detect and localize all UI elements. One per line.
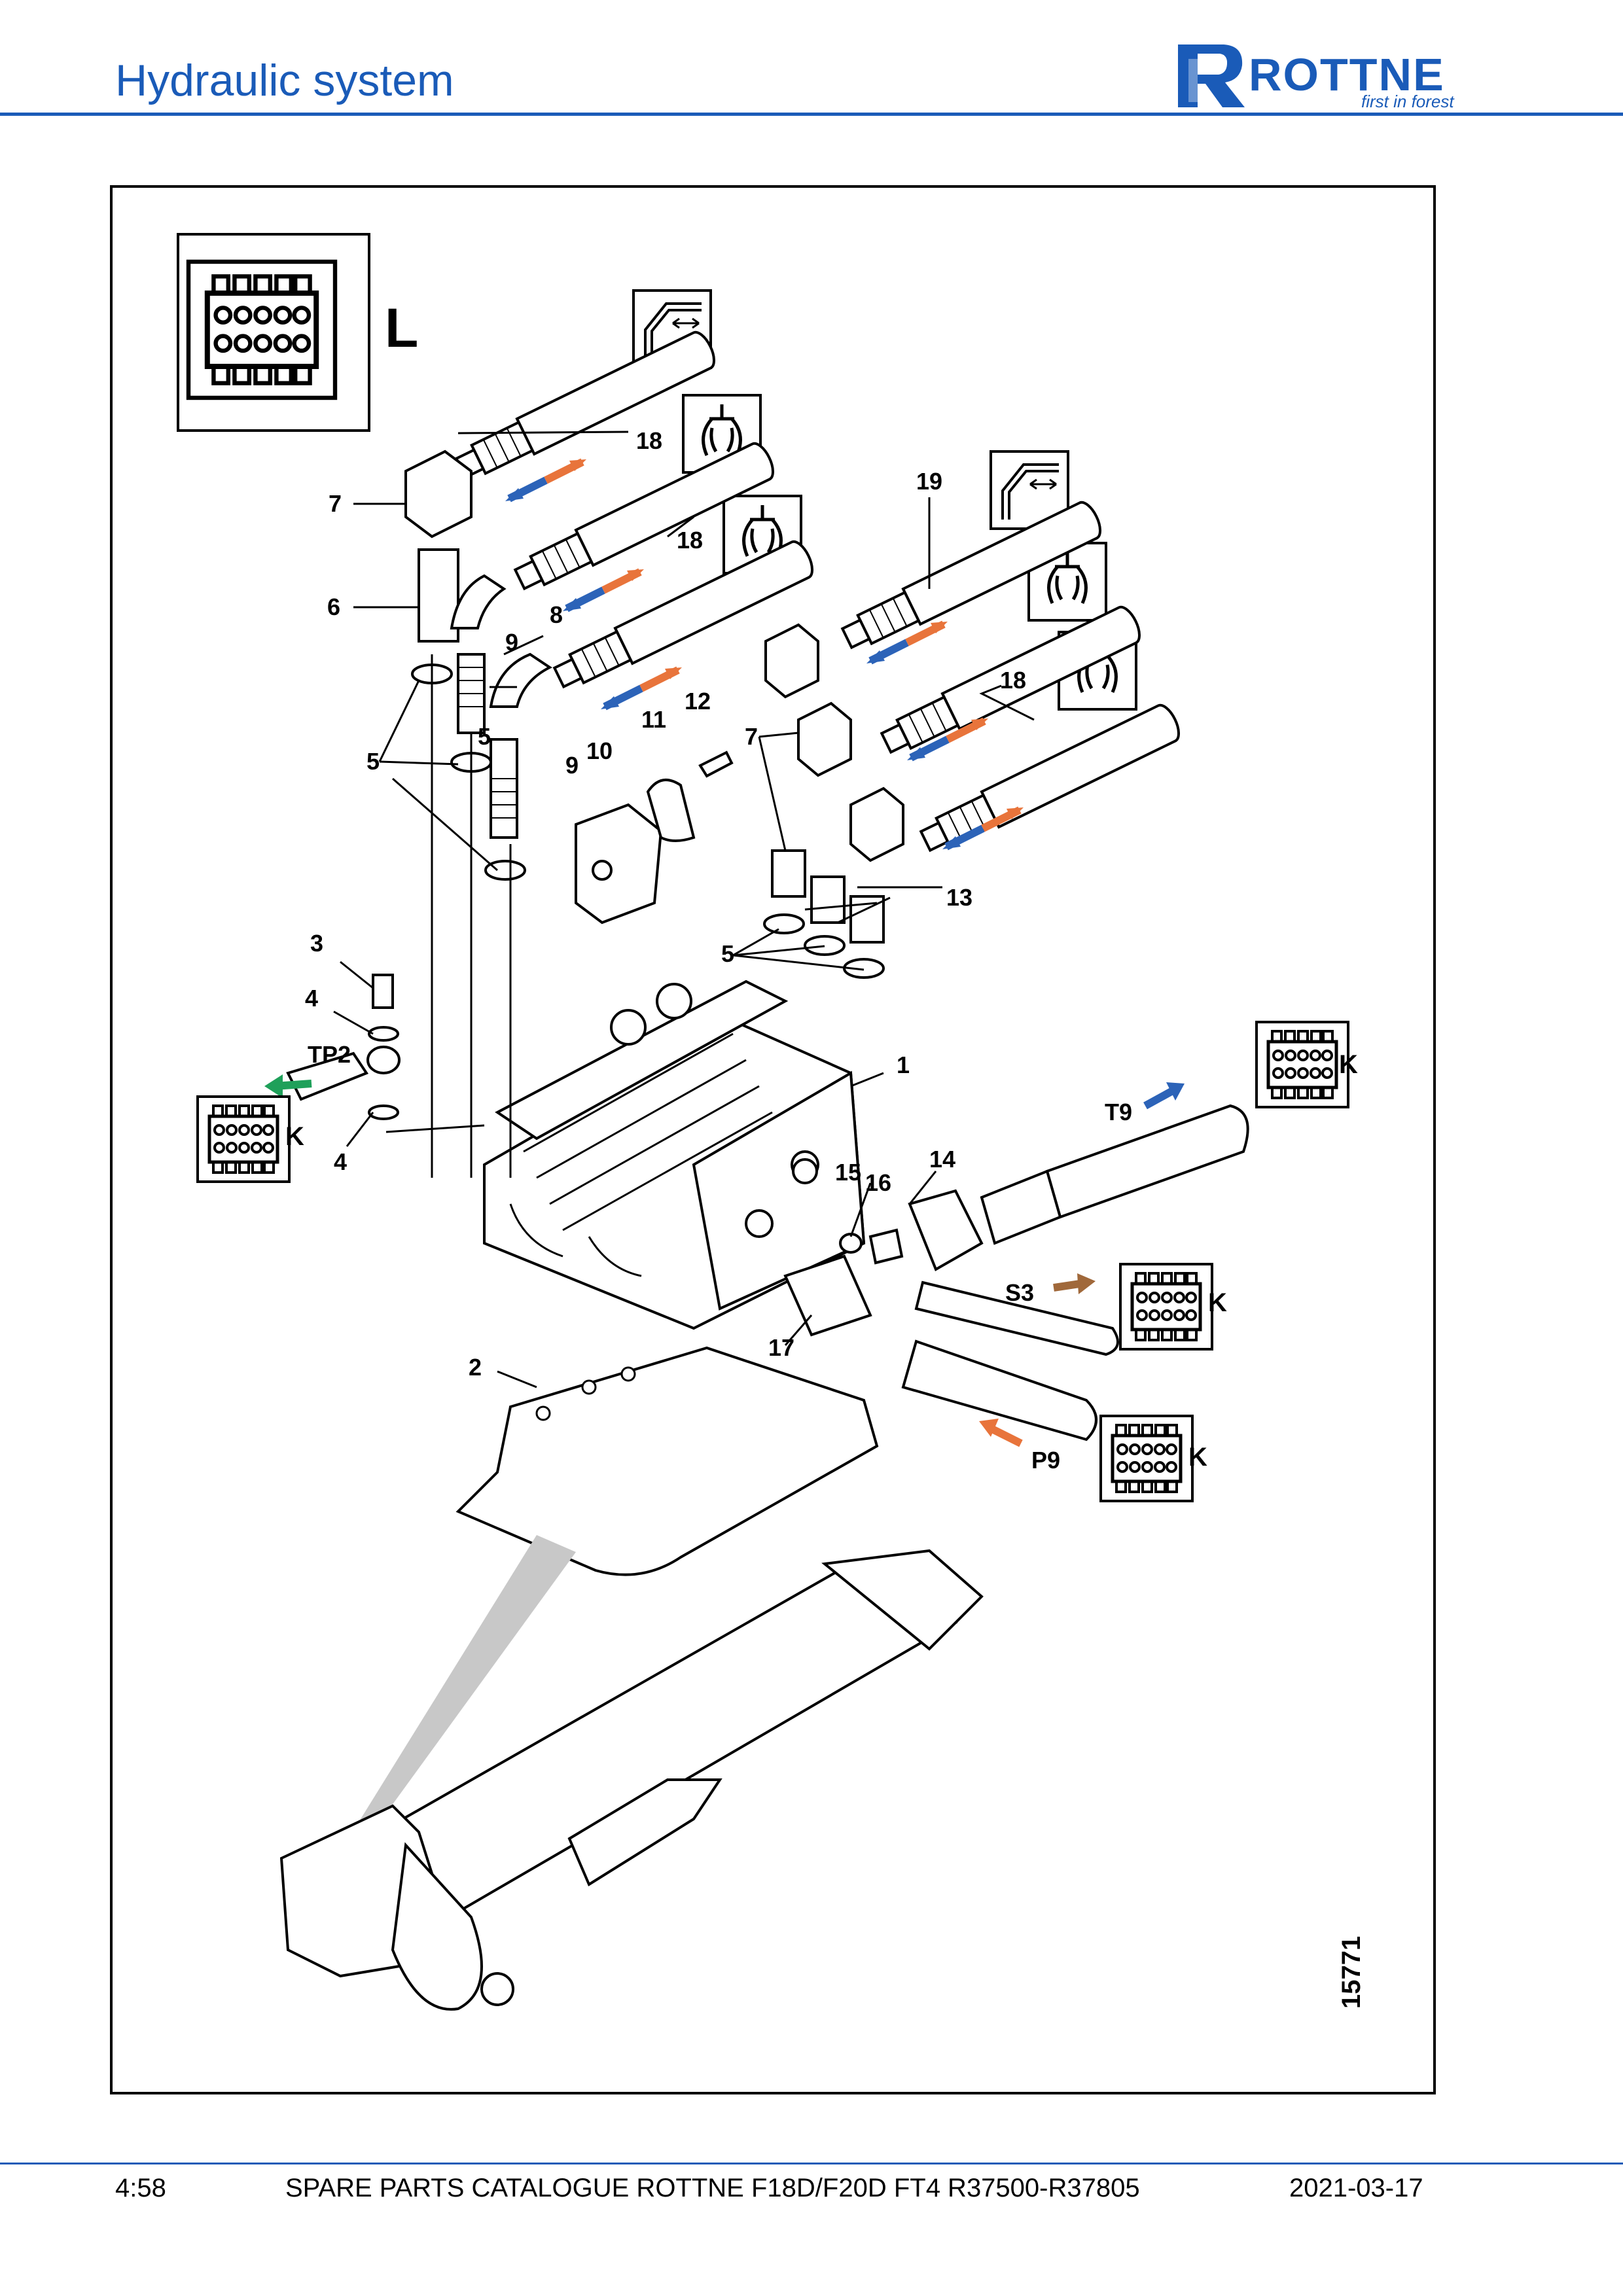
- callout-13: 13: [946, 884, 972, 911]
- connector-k-icon: [1101, 1416, 1192, 1501]
- callout-5: 5: [478, 723, 491, 750]
- connector-k-letter: K: [1339, 1050, 1358, 1079]
- callout-9: 9: [505, 629, 518, 656]
- port-tp2: TP2: [308, 1041, 351, 1068]
- connector-k-icon: [1257, 1022, 1348, 1107]
- t9-arrow-head: [1166, 1082, 1185, 1101]
- connector-k-letter: K: [1188, 1443, 1207, 1472]
- valve-block: [483, 980, 866, 1330]
- callout-17: 17: [768, 1334, 794, 1361]
- footer-date: 2021-03-17: [1289, 2174, 1423, 2202]
- flow-direction-arrows: [601, 667, 682, 709]
- rottne-logo: ROTTNE first in forest: [1171, 39, 1512, 111]
- tp2-fittings: [286, 974, 401, 1120]
- p9-arrow-head: [979, 1419, 999, 1437]
- callout-6: 6: [327, 593, 340, 620]
- view-cone: [340, 1535, 576, 1858]
- footer-rule: [0, 2163, 1623, 2164]
- callout-18: 18: [1000, 667, 1026, 694]
- s3-arrow-head: [1077, 1273, 1096, 1294]
- footer-page-number: 4:58: [115, 2174, 166, 2202]
- callout-16: 16: [865, 1169, 891, 1196]
- page-title: Hydraulic system: [115, 56, 454, 105]
- s3-hose: [914, 1280, 1119, 1356]
- p9-arrow: [990, 1425, 1023, 1447]
- plate-holes: [535, 1366, 636, 1421]
- callout-5: 5: [721, 940, 734, 967]
- k-labels: K K K K: [285, 1050, 1358, 1472]
- port-s3: S3: [1005, 1279, 1034, 1306]
- callout-10: 10: [586, 737, 613, 764]
- callout-4: 4: [305, 985, 318, 1012]
- port-p9: P9: [1031, 1447, 1060, 1474]
- lower-fittings: [783, 1158, 984, 1337]
- t9-hose: [980, 1104, 1249, 1245]
- callout-5: 5: [366, 748, 380, 775]
- left-fitting-threads: [458, 667, 517, 819]
- port-t9: T9: [1105, 1099, 1132, 1125]
- mounting-plate: [455, 1346, 879, 1576]
- callout-11: 11: [641, 706, 666, 733]
- t9-arrow: [1143, 1087, 1173, 1110]
- callout-3: 3: [310, 930, 323, 957]
- flow-direction-arrows: [505, 459, 586, 501]
- flow-direction-arrows: [563, 569, 644, 611]
- callout-numbers: 1 2 3 4 4 5 5 5 6 7 7 8 9 9 10 11 12 13 …: [305, 427, 1026, 1381]
- header-rule: [0, 113, 1623, 116]
- connector-l-letter: L: [385, 297, 418, 359]
- callout-8: 8: [550, 601, 563, 628]
- callout-15: 15: [835, 1159, 861, 1186]
- valve-sections: [509, 1033, 773, 1277]
- callout-12: 12: [685, 688, 711, 715]
- logo-brand-text: ROTTNE: [1249, 49, 1445, 100]
- hose-18: [452, 328, 719, 486]
- callout-1: 1: [897, 1051, 910, 1078]
- connector-k-icon: [1120, 1264, 1212, 1349]
- callout-2: 2: [469, 1354, 482, 1381]
- crane-boom: [279, 1549, 984, 2011]
- callout-4: 4: [334, 1148, 347, 1175]
- flange-clamp-parts: [575, 751, 734, 925]
- callout-7: 7: [745, 723, 758, 750]
- callout-18: 18: [677, 527, 703, 554]
- diagram-frame: [110, 185, 1436, 2094]
- leader-lines: [333, 431, 1035, 1388]
- s3-arrow: [1053, 1280, 1080, 1292]
- p9-hose: [901, 1339, 1097, 1441]
- right-fittings: [763, 623, 904, 979]
- drawing-number: 15771: [1337, 1936, 1366, 2009]
- callout-9: 9: [565, 752, 579, 779]
- connector-k-icon: [198, 1097, 289, 1182]
- connector-l-icon: [188, 262, 335, 398]
- left-fittings: [404, 450, 552, 881]
- tp2-arrow-head: [264, 1074, 283, 1098]
- callout-7: 7: [329, 490, 342, 517]
- connector-k-letter: K: [1208, 1288, 1227, 1317]
- footer-catalogue-title: SPARE PARTS CATALOGUE ROTTNE F18D/F20D F…: [285, 2174, 1140, 2202]
- callout-14: 14: [929, 1146, 955, 1173]
- connector-k-letter: K: [285, 1122, 304, 1151]
- callout-18: 18: [636, 427, 662, 454]
- port-labels: TP2 T9 S3 P9: [308, 1041, 1132, 1474]
- callout-19: 19: [916, 468, 942, 495]
- logo-tagline: first in forest: [1361, 92, 1455, 111]
